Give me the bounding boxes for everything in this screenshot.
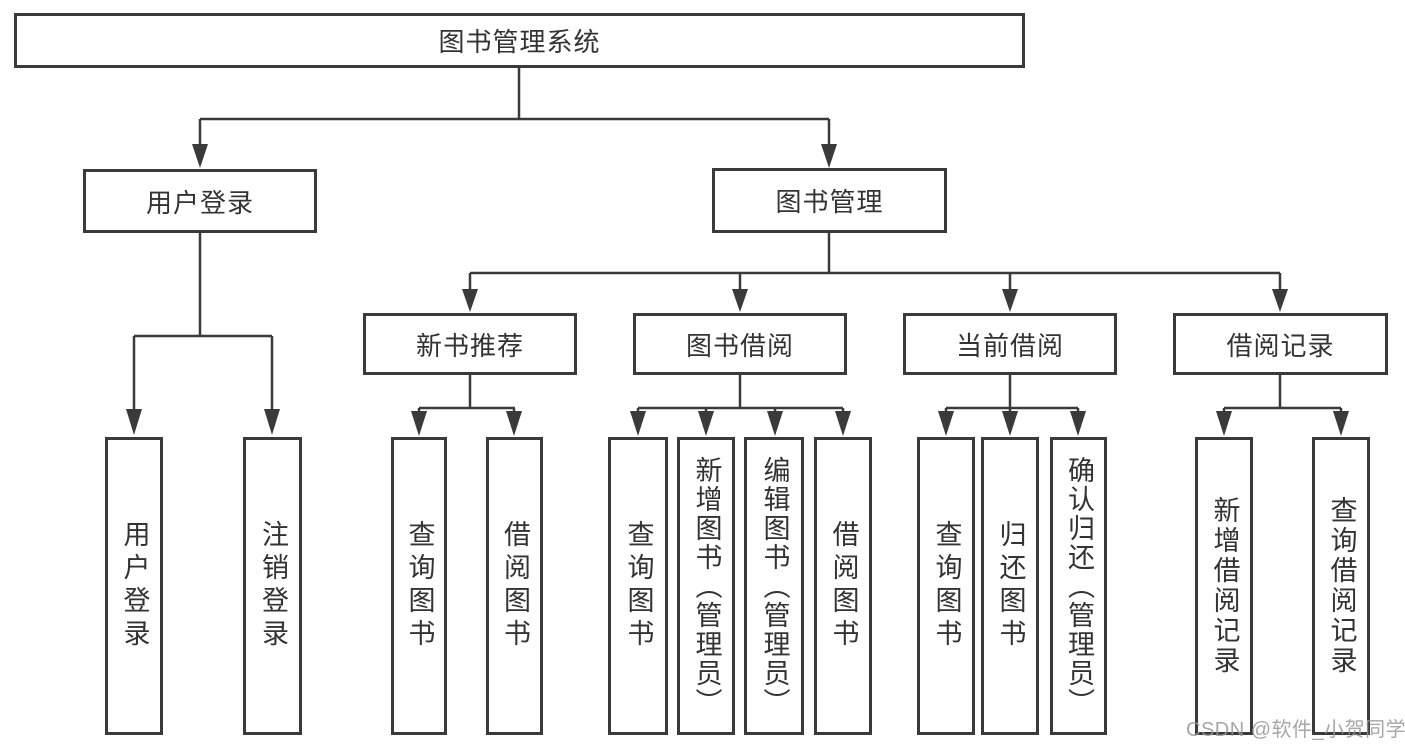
node-label: 注销登录 xyxy=(258,520,288,652)
node-leaf-query-books: 查询图书 xyxy=(608,437,668,735)
node-leaf-query-books: 查询图书 xyxy=(391,437,447,735)
node-label: 用户登录 xyxy=(119,520,150,652)
node-leaf-add-books-admin: 新增图书（管理员） xyxy=(677,437,735,735)
node-leaf-return-books: 归还图书 xyxy=(981,437,1039,735)
node-label: 新书推荐 xyxy=(415,330,524,361)
node-leaf-edit-books-admin: 编辑图书（管理员） xyxy=(744,437,804,735)
node-label: 借阅记录 xyxy=(1226,330,1335,361)
node-book-borrowing: 图书借阅 xyxy=(633,313,847,375)
node-leaf-add-borrow-record: 新增借阅记录 xyxy=(1195,437,1253,735)
node-label: 确认归还（管理员） xyxy=(1064,455,1094,717)
node-leaf-logout: 注销登录 xyxy=(243,437,302,735)
node-label: 查询图书 xyxy=(623,520,654,652)
node-label: 新增借阅记录 xyxy=(1209,496,1240,676)
node-label: 图书借阅 xyxy=(685,330,794,361)
node-user-login: 用户登录 xyxy=(83,169,317,233)
csdn-watermark: CSDN @软件_小贺同学 xyxy=(1186,719,1405,741)
node-label: 当前借阅 xyxy=(955,330,1064,361)
node-leaf-query-borrow-record: 查询借阅记录 xyxy=(1312,437,1370,735)
node-leaf-borrow-books: 借阅图书 xyxy=(486,437,543,735)
node-leaf-user-login: 用户登录 xyxy=(105,437,163,735)
node-root-system: 图书管理系统 xyxy=(14,13,1025,68)
node-leaf-query-books: 查询图书 xyxy=(917,437,975,735)
node-label: 归还图书 xyxy=(995,520,1026,652)
node-current-borrowing: 当前借阅 xyxy=(903,313,1117,375)
node-label: 借阅图书 xyxy=(828,520,859,652)
node-leaf-borrow-books: 借阅图书 xyxy=(814,437,872,735)
node-label: 用户登录 xyxy=(145,187,254,218)
node-label: 查询图书 xyxy=(931,520,962,652)
node-leaf-confirm-return-admin: 确认归还（管理员） xyxy=(1050,437,1107,735)
node-label: 查询借阅记录 xyxy=(1326,496,1357,676)
node-book-management: 图书管理 xyxy=(712,168,947,233)
node-label: 图书管理 xyxy=(775,187,884,217)
node-label: 图书管理系统 xyxy=(438,27,601,57)
node-label: 查询图书 xyxy=(404,520,435,652)
node-label: 编辑图书（管理员） xyxy=(759,455,790,717)
node-borrowing-records: 借阅记录 xyxy=(1173,313,1388,375)
node-label: 借阅图书 xyxy=(500,520,530,652)
node-label: 新增图书（管理员） xyxy=(691,455,722,717)
node-new-book-recommendation: 新书推荐 xyxy=(363,313,577,375)
